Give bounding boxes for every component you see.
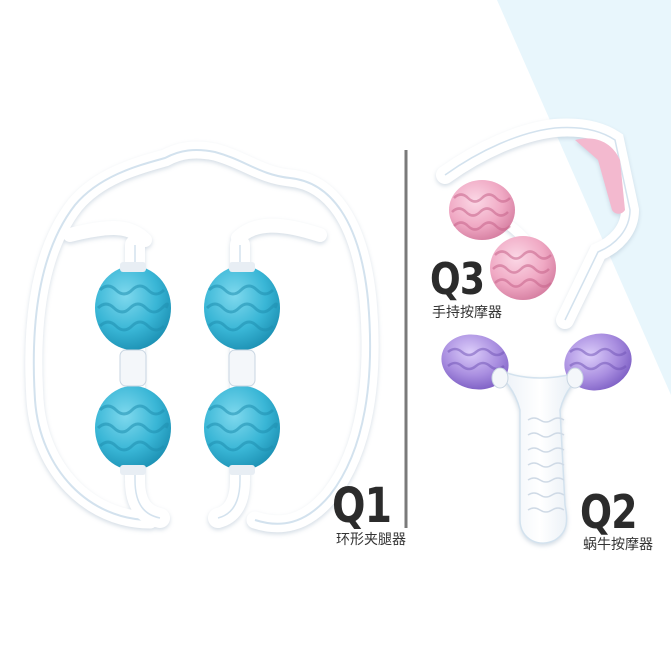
q3-code-label: Q3 (430, 254, 485, 305)
q3-rollers (449, 180, 556, 300)
q2-y-massager (489, 364, 591, 544)
q1-code-label: Q1 (332, 478, 392, 534)
q2-rollers (441, 333, 632, 391)
q2-code-label: Q2 (580, 485, 638, 539)
q1-roller (204, 266, 280, 350)
q1-roller (204, 386, 280, 470)
q1-roller (95, 386, 171, 470)
q2-name-label: 蜗牛按摩器 (583, 537, 653, 553)
q1-ring-massager (25, 141, 379, 533)
q1-name-label: 环形夹腿器 (336, 532, 406, 548)
q1-roller (95, 266, 171, 350)
q1-rollers (95, 262, 280, 475)
q3-name-label: 手持按摩器 (432, 305, 502, 321)
background-accent-panel (497, 0, 671, 395)
